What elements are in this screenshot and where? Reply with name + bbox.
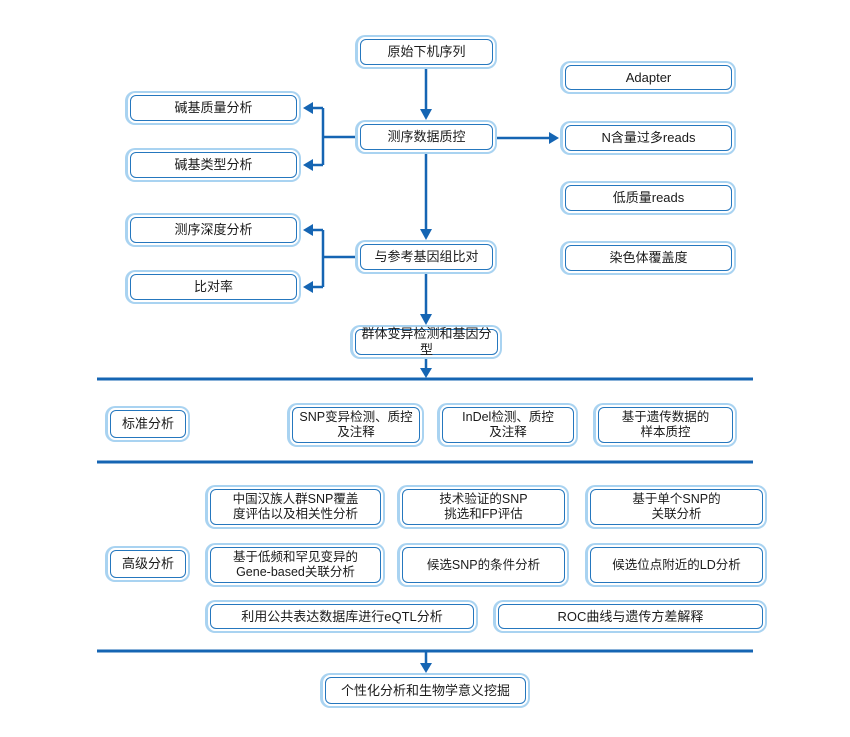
node-mapping-rate-label: 比对率 [130, 274, 297, 300]
node-sample-qc-label: 基于遗传数据的 样本质控 [598, 407, 733, 443]
node-adapter: Adapter [560, 61, 736, 94]
node-indel-detection: InDel检测、质控 及注释 [437, 403, 578, 447]
advanced-analysis-label: 高级分析 [110, 550, 186, 578]
node-eqtl-analysis: 利用公共表达数据库进行eQTL分析 [205, 600, 478, 633]
node-align-reference: 与参考基因组比对 [355, 240, 497, 274]
node-align-reference-label: 与参考基因组比对 [360, 244, 493, 270]
node-depth-analysis: 测序深度分析 [125, 213, 301, 247]
node-personalized-analysis: 个性化分析和生物学意义挖掘 [320, 673, 530, 708]
node-low-quality-reads-label: 低质量reads [565, 185, 732, 211]
node-ld-analysis: 候选位点附近的LD分析 [585, 543, 767, 587]
standard-analysis-label: 标准分析 [110, 410, 186, 438]
node-indel-detection-label: InDel检测、质控 及注释 [442, 407, 574, 443]
node-sequencing-qc-label: 测序数据质控 [360, 124, 493, 150]
node-chromosome-coverage-label: 染色体覆盖度 [565, 245, 732, 271]
node-eqtl-analysis-label: 利用公共表达数据库进行eQTL分析 [210, 604, 474, 629]
node-roc-variance: ROC曲线与遗传方差解释 [493, 600, 767, 633]
node-mapping-rate: 比对率 [125, 270, 301, 304]
node-base-type: 碱基类型分析 [125, 148, 301, 182]
standard-analysis-label-box: 标准分析 [105, 406, 190, 442]
node-sequencing-qc: 测序数据质控 [355, 120, 497, 154]
node-candidate-snp-conditional: 候选SNP的条件分析 [397, 543, 569, 587]
node-snp-detection-label: SNP变异检测、质控 及注释 [292, 407, 420, 443]
node-single-snp-association-label: 基于单个SNP的 关联分析 [590, 489, 763, 525]
node-snp-detection: SNP变异检测、质控 及注释 [287, 403, 424, 447]
node-validated-snp-fp-label: 技术验证的SNP 挑选和FP评估 [402, 489, 565, 525]
node-han-snp-coverage: 中国汉族人群SNP覆盖 度评估以及相关性分析 [205, 485, 385, 529]
node-gene-based-association-label: 基于低频和罕见变异的 Gene-based关联分析 [210, 547, 381, 583]
node-low-quality-reads: 低质量reads [560, 181, 736, 215]
node-chromosome-coverage: 染色体覆盖度 [560, 241, 736, 275]
node-validated-snp-fp: 技术验证的SNP 挑选和FP评估 [397, 485, 569, 529]
node-adapter-label: Adapter [565, 65, 732, 90]
node-gene-based-association: 基于低频和罕见变异的 Gene-based关联分析 [205, 543, 385, 587]
node-roc-variance-label: ROC曲线与遗传方差解释 [498, 604, 763, 629]
node-candidate-snp-conditional-label: 候选SNP的条件分析 [402, 547, 565, 583]
node-raw-sequence: 原始下机序列 [355, 35, 497, 69]
node-n-reads: N含量过多reads [560, 121, 736, 155]
node-base-quality: 碱基质量分析 [125, 91, 301, 125]
advanced-analysis-label-box: 高级分析 [105, 546, 190, 582]
node-single-snp-association: 基于单个SNP的 关联分析 [585, 485, 767, 529]
node-n-reads-label: N含量过多reads [565, 125, 732, 151]
node-ld-analysis-label: 候选位点附近的LD分析 [590, 547, 763, 583]
node-personalized-analysis-label: 个性化分析和生物学意义挖掘 [325, 677, 526, 704]
node-han-snp-coverage-label: 中国汉族人群SNP覆盖 度评估以及相关性分析 [210, 489, 381, 525]
node-variant-genotyping: 群体变异检测和基因分型 [350, 325, 502, 359]
node-depth-analysis-label: 测序深度分析 [130, 217, 297, 243]
node-sample-qc: 基于遗传数据的 样本质控 [593, 403, 737, 447]
node-variant-genotyping-label: 群体变异检测和基因分型 [355, 326, 498, 357]
node-raw-sequence-label: 原始下机序列 [360, 39, 493, 65]
node-base-quality-label: 碱基质量分析 [130, 95, 297, 121]
node-base-type-label: 碱基类型分析 [130, 152, 297, 178]
